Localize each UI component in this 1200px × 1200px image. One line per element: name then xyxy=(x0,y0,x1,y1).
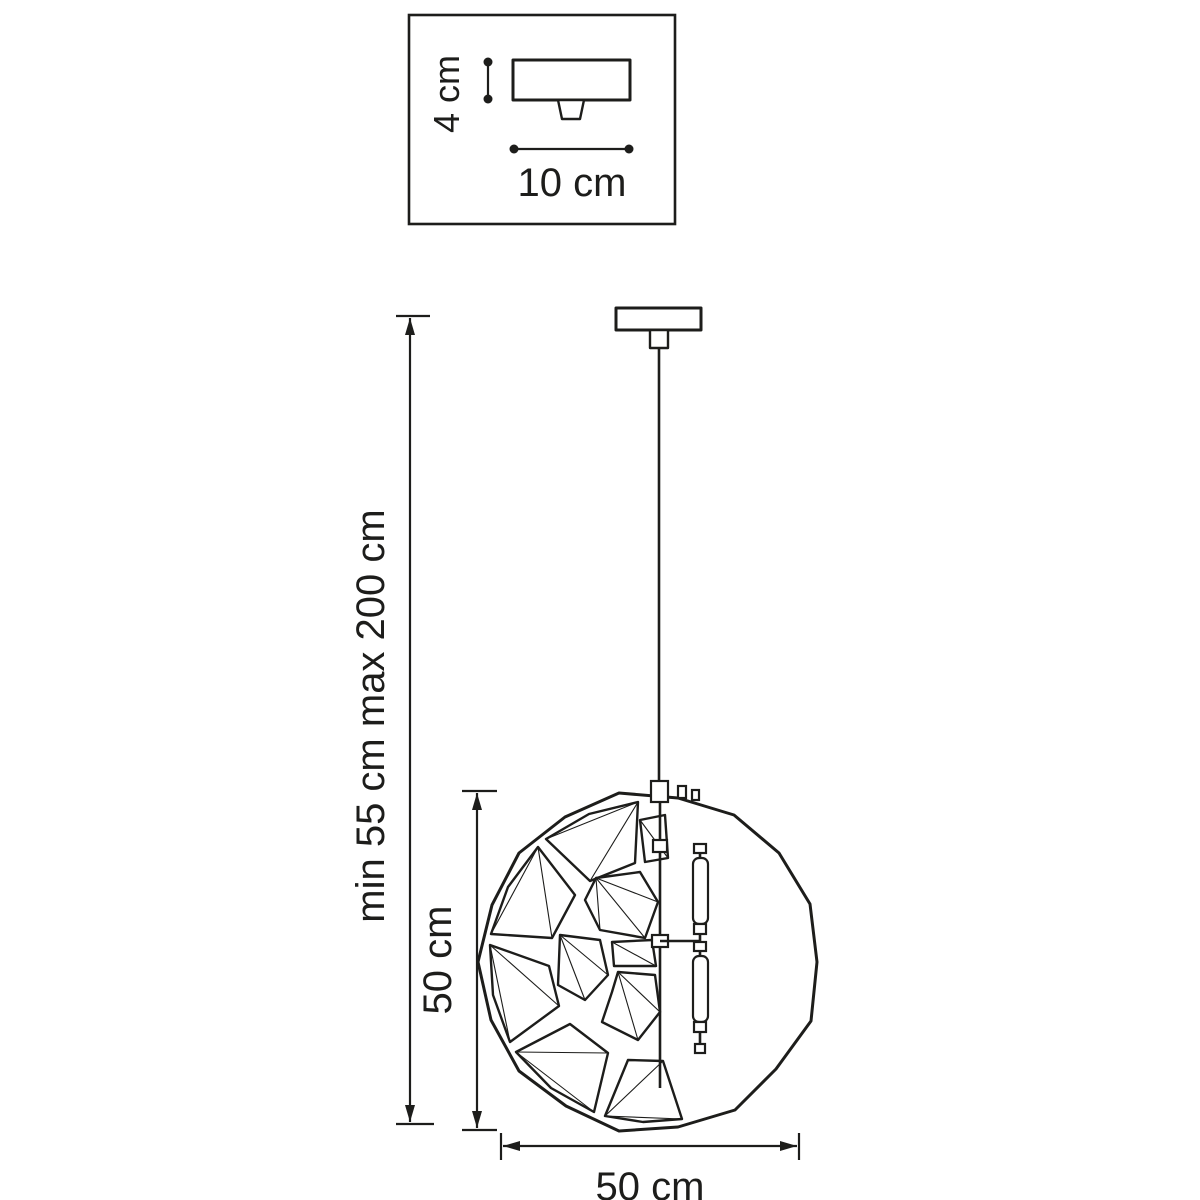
dim-dot xyxy=(509,144,519,154)
tube-bulb xyxy=(691,856,710,926)
sphere-outline xyxy=(476,791,819,1133)
facet-line xyxy=(489,944,560,1007)
dimension-canopy-height: 4 cm xyxy=(426,55,493,133)
bulb-socket xyxy=(692,940,708,953)
facet-line xyxy=(490,846,539,935)
bulb-socket xyxy=(692,922,708,936)
canopy-plate xyxy=(511,58,632,102)
facet-line xyxy=(489,944,511,1043)
dim-dot xyxy=(483,57,493,67)
ceiling-mount xyxy=(614,306,703,350)
facet-line xyxy=(617,971,639,1041)
dimension-overall-height: min 55 cm max 200 cm xyxy=(349,314,434,1126)
pattern-cell xyxy=(488,943,561,1044)
bulb-socket xyxy=(692,842,708,855)
facet-line xyxy=(601,971,619,1023)
pattern-cell xyxy=(603,1058,684,1124)
facet-line xyxy=(537,846,553,939)
canopy-stub xyxy=(556,98,586,121)
facet-line xyxy=(515,1051,595,1113)
facet-line xyxy=(559,934,609,976)
lamp-assembly xyxy=(649,779,710,1088)
stem-coupler xyxy=(651,838,669,854)
facet-line xyxy=(617,971,661,1013)
facet-line xyxy=(515,1051,609,1054)
tube-bulb xyxy=(691,954,710,1024)
pattern-cell xyxy=(514,1022,610,1114)
shade-width-label: 50 cm xyxy=(596,1165,705,1200)
overall-height-label: min 55 cm max 200 cm xyxy=(349,509,393,922)
dim-dot xyxy=(483,94,493,104)
facet-line xyxy=(589,801,639,882)
canopy-height-label: 4 cm xyxy=(426,55,467,133)
facet-line xyxy=(595,877,601,931)
lampshade-sphere xyxy=(476,779,819,1133)
canopy-width-label: 10 cm xyxy=(518,161,627,205)
shade-height-label: 50 cm xyxy=(416,906,460,1015)
mount-tab xyxy=(676,784,688,800)
detail-inset-border xyxy=(407,13,677,226)
pattern-cell xyxy=(489,845,577,940)
pendant-drawing xyxy=(476,306,819,1133)
bulb-socket xyxy=(692,1020,708,1034)
cord-fitting xyxy=(649,779,670,804)
ceiling-canopy xyxy=(614,306,703,332)
dim-dot xyxy=(624,144,634,154)
dimension-shade-width: 50 cm xyxy=(499,1133,801,1200)
facet-line xyxy=(611,941,657,967)
detail-inset: 4 cm 10 cm xyxy=(407,13,677,226)
facet-line xyxy=(604,1060,664,1117)
facet-line xyxy=(595,877,659,903)
mount-tab xyxy=(690,788,701,802)
canopy-top-view xyxy=(511,58,632,121)
canopy-cord-grip xyxy=(648,328,670,350)
dimension-canopy-width: 10 cm xyxy=(509,144,634,205)
facet-line xyxy=(595,877,646,939)
facet-line xyxy=(604,1115,683,1120)
pattern-cell xyxy=(556,933,610,1002)
dimension-shade-height: 50 cm xyxy=(416,789,497,1132)
facet-line xyxy=(559,934,586,1001)
rod-end-cap xyxy=(693,1042,707,1055)
facet-line xyxy=(545,801,639,840)
pattern-cell xyxy=(544,800,640,883)
facet-pattern xyxy=(488,800,684,1124)
